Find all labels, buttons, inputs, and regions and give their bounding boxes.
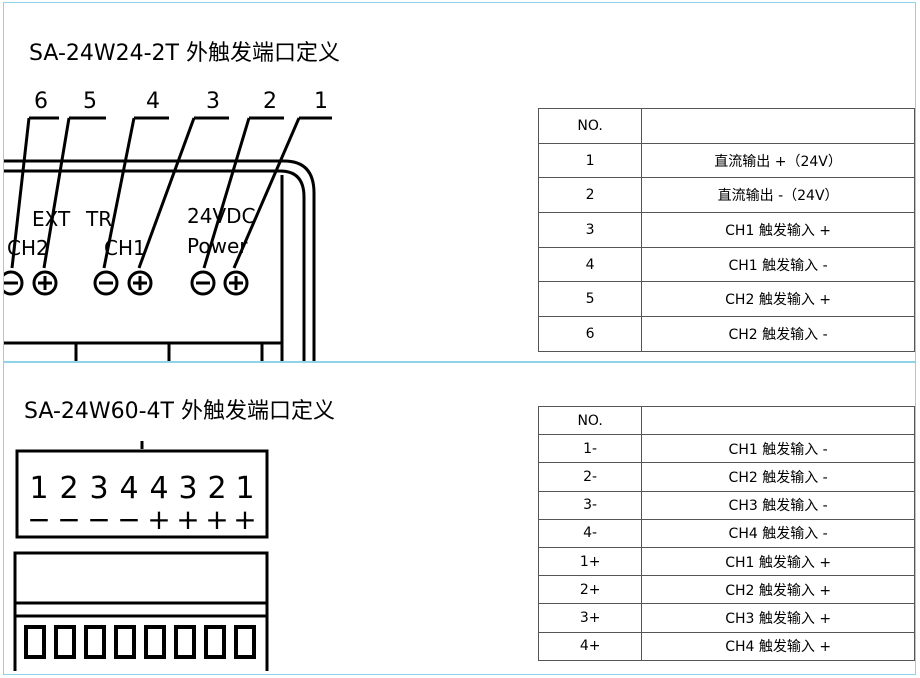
terminal-slots (24, 625, 256, 659)
pin-sign: + (205, 503, 228, 536)
terminal-slot-icon (84, 625, 106, 659)
terminal-slot-icon (24, 625, 46, 659)
pin-no: 3+ (537, 603, 643, 633)
pin-desc: CH4 触发输入 - (641, 518, 915, 548)
pin-desc: 直流输出 +（24V） (641, 142, 915, 179)
pin-sign: − (27, 503, 50, 536)
terminal-slot-icon (114, 625, 136, 659)
table-row: 3+ CH3 触发输入 + (537, 603, 915, 633)
terminal-slot-icon (54, 625, 76, 659)
pin-desc: CH2 触发输入 - (641, 316, 915, 352)
pin-digit: 4 (119, 471, 138, 506)
pin-no: 6 (537, 316, 643, 352)
table-header-row: NO. (537, 108, 915, 144)
terminal-slot-icon (174, 625, 196, 659)
label-power: Power (187, 234, 248, 258)
label-tr: TR (85, 207, 112, 231)
pin-sign: + (233, 503, 256, 536)
pin-number: 5 (83, 89, 97, 114)
pin-no: 2 (537, 177, 643, 214)
pin-desc: CH3 触发输入 - (641, 490, 915, 520)
table-row: 3 CH1 触发输入 + (537, 212, 915, 248)
pin-number: 4 (146, 89, 160, 114)
terminal-slot-icon (204, 625, 226, 659)
pin-no: 2- (537, 462, 643, 492)
table-row: 1- CH1 触发输入 - (537, 434, 915, 464)
port-definition-table: NO. 1- CH1 触发输入 - 2- CH2 触发输入 - 3- CH3 触… (537, 405, 915, 661)
pin-digit: 1 (235, 471, 254, 506)
pin-no: 1 (537, 142, 643, 179)
pin-number: 6 (34, 89, 48, 114)
table-row: 1+ CH1 触发输入 + (537, 546, 915, 577)
label-ext: EXT (32, 207, 71, 231)
terminals (4, 270, 249, 296)
table-row: 4- CH4 触发输入 - (537, 518, 915, 548)
pin-no: 4- (537, 518, 643, 548)
label-24vdc: 24VDC (187, 204, 256, 228)
pin-number: 2 (263, 89, 277, 114)
pin-desc: CH1 触发输入 + (641, 212, 915, 248)
pin-desc: CH2 触发输入 - (641, 462, 915, 492)
device-outline (4, 159, 316, 361)
panel-sa-24w60-4t: SA-24W60-4T 外触发端口定义 1 2 3 4 4 3 2 1 − − … (3, 362, 916, 675)
header-no: NO. (537, 108, 643, 144)
pin-digit: 3 (89, 471, 108, 506)
pin-desc: CH1 触发输入 - (641, 434, 915, 464)
pin-sign: − (117, 503, 140, 536)
pin-desc: CH2 触发输入 + (641, 281, 915, 318)
pin-digit: 2 (207, 471, 226, 506)
table-header-row: NO. (537, 405, 915, 436)
pin-digit: 2 (59, 471, 78, 506)
table-row: 6 CH2 触发输入 - (537, 316, 915, 352)
pin-sign: − (87, 503, 110, 536)
terminal-slot-icon (234, 625, 256, 659)
panel-sa-24w24-2t: SA-24W24-2T 外触发端口定义 6 5 4 3 2 1 (3, 2, 916, 362)
pin-desc: CH4 触发输入 + (641, 631, 915, 661)
connector-diagram-2t: 6 5 4 3 2 1 (4, 89, 332, 361)
pin-desc: CH3 触发输入 + (641, 603, 915, 633)
pin-number: 1 (314, 89, 328, 114)
section-title: SA-24W24-2T 外触发端口定义 (29, 41, 340, 66)
pin-sign: + (176, 503, 199, 536)
header-desc (641, 405, 915, 436)
pin-desc: 直流输出 -（24V） (641, 177, 915, 214)
pin-number: 3 (206, 89, 220, 114)
pin-digit: 3 (178, 471, 197, 506)
table-row: 2+ CH2 触发输入 + (537, 575, 915, 605)
pin-no: 4 (537, 246, 643, 283)
table-row: 5 CH2 触发输入 + (537, 281, 915, 318)
port-definition-table: NO. 1 直流输出 +（24V） 2 直流输出 -（24V） 3 CH1 触发… (537, 108, 915, 352)
table-row: 2 直流输出 -（24V） (537, 177, 915, 214)
pin-no: 5 (537, 281, 643, 318)
pin-no: 3- (537, 490, 643, 520)
pin-digit: 4 (149, 471, 168, 506)
table-row: 4 CH1 触发输入 - (537, 246, 915, 283)
header-no: NO. (537, 405, 643, 436)
table-row: 4+ CH4 触发输入 + (537, 631, 915, 661)
pin-no: 1+ (537, 546, 643, 577)
pin-sign: + (147, 503, 170, 536)
pin-no: 3 (537, 212, 643, 248)
pin-desc: CH2 触发输入 + (641, 575, 915, 605)
leader-lines (10, 116, 332, 269)
connector-diagram-4t: 1 2 3 4 4 3 2 1 − − − − + + + + (13, 441, 269, 671)
pin-desc: CH1 触发输入 + (641, 546, 915, 577)
connector-outline (13, 441, 269, 671)
label-ch2: CH2 (7, 236, 49, 260)
pin-no: 2+ (537, 575, 643, 605)
header-desc (641, 108, 915, 144)
table-row: 1 直流输出 +（24V） (537, 142, 915, 179)
terminal-slot-icon (144, 625, 166, 659)
table-row: 3- CH3 触发输入 - (537, 490, 915, 520)
pin-desc: CH1 触发输入 - (641, 246, 915, 283)
section-title: SA-24W60-4T 外触发端口定义 (24, 399, 335, 424)
pin-sign: − (57, 503, 80, 536)
pin-no: 4+ (537, 631, 643, 661)
pin-digit: 1 (29, 471, 48, 506)
table-row: 2- CH2 触发输入 - (537, 462, 915, 492)
label-ch1: CH1 (104, 236, 146, 260)
pin-no: 1- (537, 434, 643, 464)
